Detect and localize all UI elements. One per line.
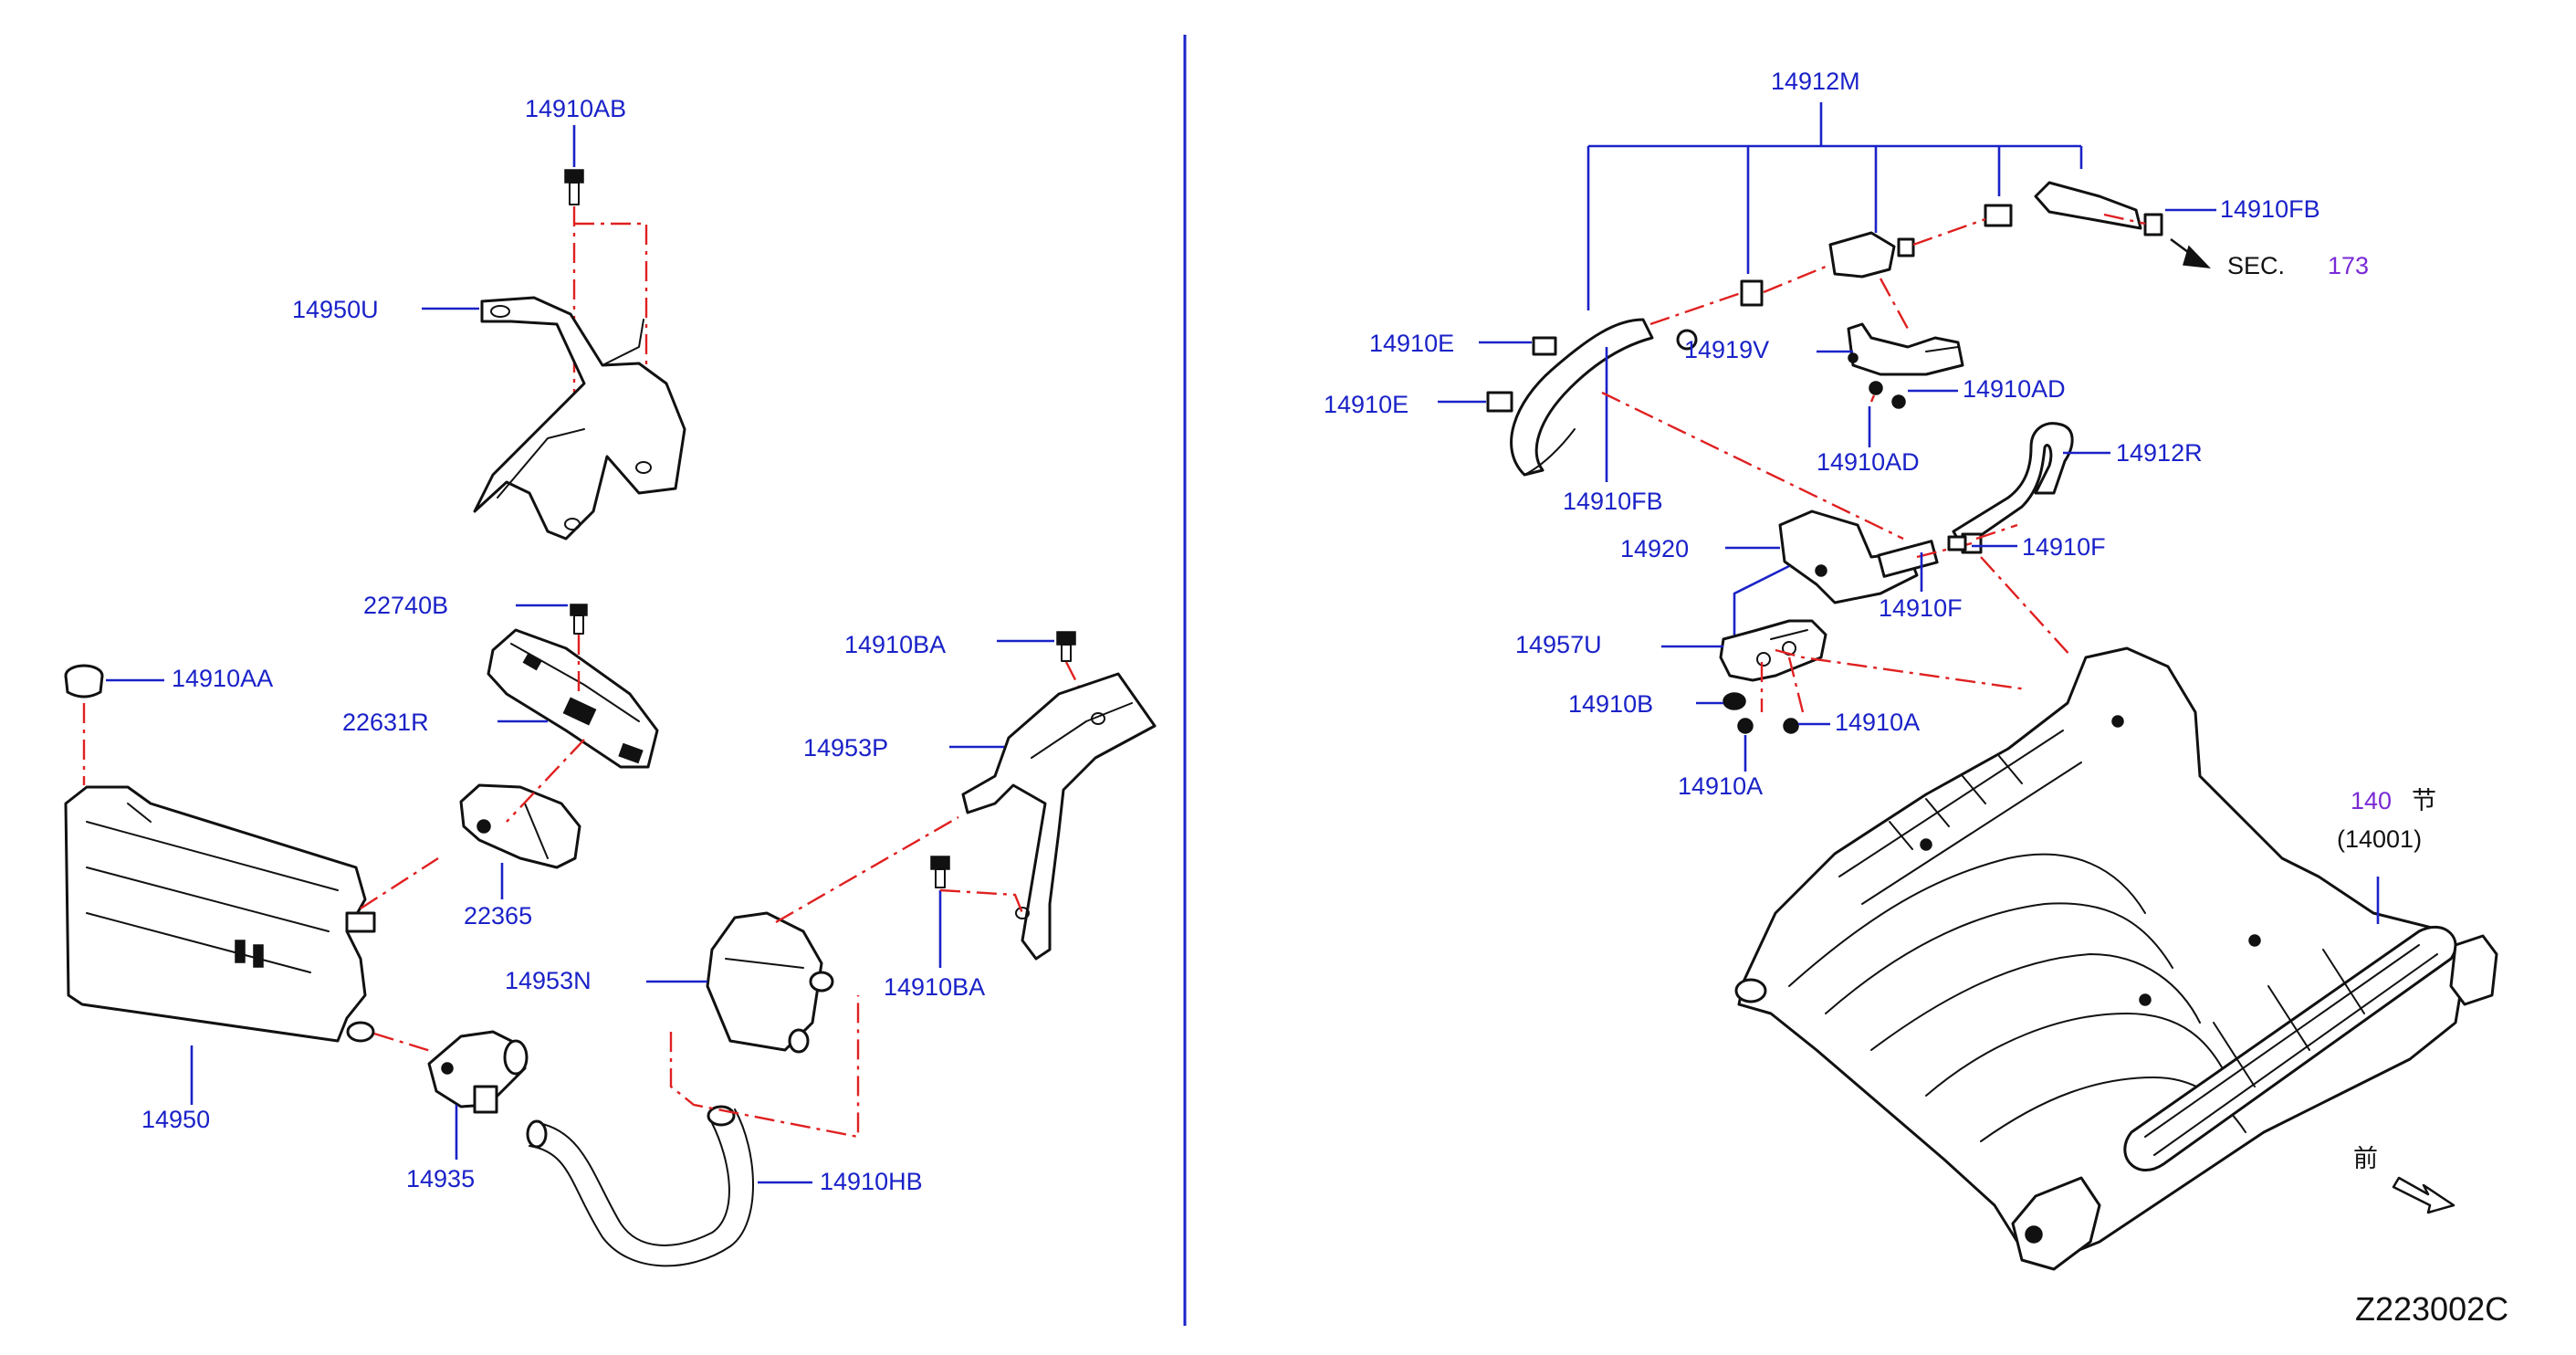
cap-14910AA: [64, 664, 104, 699]
label-14953N: 14953N: [505, 967, 592, 994]
label-14920: 14920: [1620, 535, 1689, 562]
label-14910HB: 14910HB: [820, 1168, 923, 1195]
label-14910F-1: 14910F: [2022, 533, 2106, 561]
label-14950U: 14950U: [292, 296, 379, 323]
label-14910E-1: 14910E: [1369, 330, 1454, 357]
sensor-22365: [459, 783, 581, 869]
canister-14953N: [706, 911, 834, 1054]
bolt-14910BA-top: [1056, 631, 1076, 662]
label-14910A-bottom: 14910A: [1678, 772, 1763, 800]
label-14950: 14950: [141, 1106, 210, 1133]
label-14953P: 14953P: [803, 734, 888, 762]
bracket-14957U: [1719, 619, 1827, 682]
label-14910E-2: 14910E: [1324, 391, 1408, 418]
label-14910BA-top: 14910BA: [844, 631, 946, 658]
hose-14910HB: [526, 1105, 754, 1267]
label-14912R: 14912R: [2116, 439, 2203, 467]
label-14912M: 14912M: [1771, 68, 1860, 95]
label-14935: 14935: [406, 1165, 475, 1192]
label-manifold-sym: 节: [2412, 787, 2436, 815]
bolt-14910BA-bottom: [930, 856, 950, 888]
label-14910AA: 14910AA: [172, 665, 273, 692]
bolt-14910AB: [564, 169, 584, 205]
bracket-14953P: [961, 672, 1157, 961]
label-sec: SEC.: [2227, 252, 2285, 279]
label-14910B: 14910B: [1568, 690, 1653, 718]
label-manifold-part: (14001): [2337, 825, 2422, 853]
label-14910FB-top: 14910FB: [2220, 195, 2320, 223]
valve-bracket-14919V: [1847, 322, 1964, 409]
screw-22740B: [570, 604, 588, 635]
bracket-14950U: [473, 296, 686, 541]
label-14910AD-1: 14910AD: [1963, 375, 2066, 403]
intake-manifold-14001: [1734, 646, 2498, 1271]
label-14910AD-2: 14910AD: [1817, 448, 1920, 476]
label-22631R: 22631R: [342, 709, 429, 736]
label-sec-number[interactable]: 173: [2328, 252, 2369, 279]
label-14910AB: 14910AB: [525, 95, 626, 122]
label-14910BA-bottom: 14910BA: [884, 973, 985, 1001]
label-22740B: 22740B: [363, 592, 448, 619]
diagram-code: Z223002C: [2355, 1290, 2508, 1328]
bolts-14910A: [1737, 718, 1799, 734]
sensor-bracket-22631R: [487, 628, 659, 769]
label-14910F-2: 14910F: [1879, 594, 1963, 622]
nut-14910B: [1723, 692, 1746, 710]
label-front: 前: [2353, 1145, 2378, 1173]
label-manifold-ref[interactable]: 140: [2351, 787, 2392, 814]
label-14919V: 14919V: [1684, 336, 1769, 363]
canister-14950: [64, 785, 376, 1043]
label-14910A-right: 14910A: [1835, 709, 1920, 736]
label-14957U: 14957U: [1515, 631, 1602, 658]
arrow-sec-173: [2170, 237, 2211, 268]
label-14910FB-bottom: 14910FB: [1563, 488, 1663, 515]
label-22365: 22365: [464, 902, 532, 930]
front-arrow-icon: [2392, 1176, 2456, 1214]
valve-14935: [427, 1030, 529, 1114]
solenoid-14920: [1778, 509, 1939, 604]
